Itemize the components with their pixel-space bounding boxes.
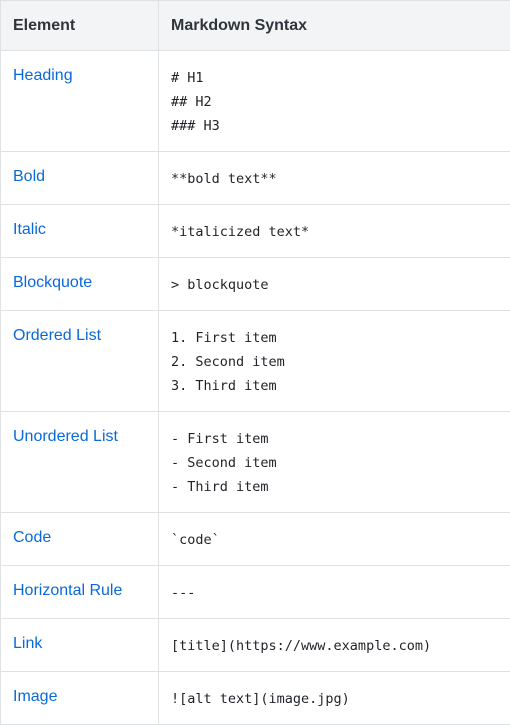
element-cell: Heading	[1, 51, 159, 152]
syntax-cell: *italicized text*	[159, 205, 510, 258]
syntax-line: `code`	[171, 528, 498, 552]
table-header-row: Element Markdown Syntax	[1, 1, 510, 51]
element-link-bold[interactable]: Bold	[13, 167, 45, 187]
table-row: Code `code`	[1, 513, 510, 566]
table-row: Horizontal Rule ---	[1, 566, 510, 619]
syntax-line: *italicized text*	[171, 220, 498, 244]
syntax-line: 1. First item	[171, 326, 498, 350]
element-link-unordered-list[interactable]: Unordered List	[13, 427, 118, 447]
syntax-cell: `code`	[159, 513, 510, 566]
element-link-heading[interactable]: Heading	[13, 66, 73, 86]
element-link-link[interactable]: Link	[13, 634, 42, 654]
table-row: Italic *italicized text*	[1, 205, 510, 258]
syntax-cell: # H1 ## H2 ### H3	[159, 51, 510, 152]
element-cell: Ordered List	[1, 311, 159, 412]
syntax-cell: ![alt text](image.jpg)	[159, 672, 510, 725]
table-row: Image ![alt text](image.jpg)	[1, 672, 510, 725]
syntax-line: ---	[171, 581, 498, 605]
table-row: Ordered List 1. First item 2. Second ite…	[1, 311, 510, 412]
syntax-line: **bold text**	[171, 167, 498, 191]
table-row: Bold **bold text**	[1, 152, 510, 205]
syntax-line: [title](https://www.example.com)	[171, 634, 498, 658]
syntax-cell: - First item - Second item - Third item	[159, 412, 510, 513]
syntax-cell: ---	[159, 566, 510, 619]
syntax-line: # H1	[171, 66, 498, 90]
syntax-cell: 1. First item 2. Second item 3. Third it…	[159, 311, 510, 412]
syntax-line: 2. Second item	[171, 350, 498, 374]
syntax-line: > blockquote	[171, 273, 498, 297]
element-cell: Code	[1, 513, 159, 566]
syntax-cell: > blockquote	[159, 258, 510, 311]
element-cell: Horizontal Rule	[1, 566, 159, 619]
syntax-line: ![alt text](image.jpg)	[171, 687, 498, 711]
syntax-cell: **bold text**	[159, 152, 510, 205]
syntax-cell: [title](https://www.example.com)	[159, 619, 510, 672]
element-link-blockquote[interactable]: Blockquote	[13, 273, 92, 293]
element-link-italic[interactable]: Italic	[13, 220, 46, 240]
element-cell: Image	[1, 672, 159, 725]
syntax-line: ### H3	[171, 114, 498, 138]
syntax-line: - Third item	[171, 475, 498, 499]
syntax-line: ## H2	[171, 90, 498, 114]
table-row: Unordered List - First item - Second ite…	[1, 412, 510, 513]
element-cell: Italic	[1, 205, 159, 258]
syntax-line: - First item	[171, 427, 498, 451]
syntax-line: - Second item	[171, 451, 498, 475]
table-row: Blockquote > blockquote	[1, 258, 510, 311]
element-link-ordered-list[interactable]: Ordered List	[13, 326, 101, 346]
column-header-element: Element	[1, 1, 159, 51]
element-link-code[interactable]: Code	[13, 528, 51, 548]
element-cell: Link	[1, 619, 159, 672]
element-cell: Blockquote	[1, 258, 159, 311]
table-row: Link [title](https://www.example.com)	[1, 619, 510, 672]
element-cell: Bold	[1, 152, 159, 205]
table-row: Heading # H1 ## H2 ### H3	[1, 51, 510, 152]
element-link-image[interactable]: Image	[13, 687, 57, 707]
element-link-horizontal-rule[interactable]: Horizontal Rule	[13, 581, 122, 601]
column-header-markdown-syntax: Markdown Syntax	[159, 1, 510, 51]
syntax-line: 3. Third item	[171, 374, 498, 398]
element-cell: Unordered List	[1, 412, 159, 513]
